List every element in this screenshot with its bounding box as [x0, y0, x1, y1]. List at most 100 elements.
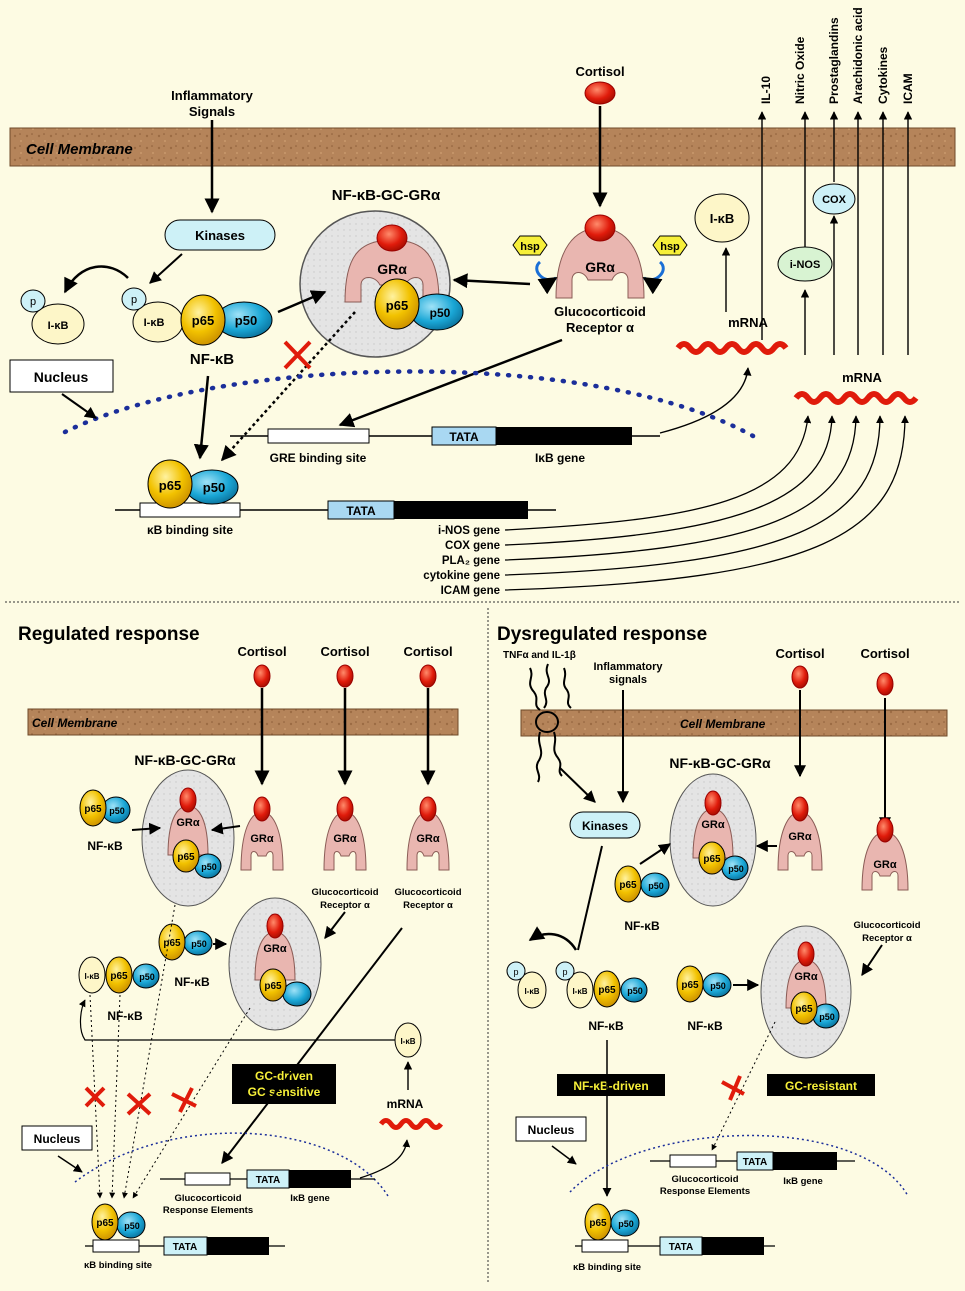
nfkb-driven-text: NF-κB-driven	[573, 1079, 648, 1093]
svg-text:TATA: TATA	[256, 1175, 280, 1186]
dys-gre-2: Response Elements	[660, 1186, 750, 1197]
product-no: Nitric Oxide	[793, 36, 807, 104]
svg-text:GRα: GRα	[176, 817, 200, 829]
svg-text:p50: p50	[819, 1012, 835, 1022]
gc-resistant-text: GC-resistant	[785, 1079, 857, 1093]
svg-text:TATA: TATA	[173, 1242, 197, 1253]
dys-membrane	[520, 709, 948, 737]
product-labels: IL-10 Nitric Oxide Prostaglandins Arachi…	[759, 7, 915, 104]
product-pg: Prostaglandins	[827, 17, 841, 104]
dys-nfkb-1: NF-κB	[624, 919, 660, 933]
inos-label: i-NOS	[790, 259, 821, 271]
reg-gr-1: NF-κB-GC-GRα GRα	[240, 796, 284, 871]
svg-text:TATA: TATA	[669, 1242, 693, 1253]
dys-receptor-1: Glucocorticoid	[853, 920, 920, 931]
reg-mrna-label: mRNA	[387, 1097, 424, 1111]
dys-cortisol-1: Cortisol	[775, 646, 824, 661]
svg-text:p65: p65	[619, 880, 637, 891]
svg-text:p50: p50	[109, 806, 125, 816]
reg-nfkb-1: NF-κB	[87, 839, 123, 853]
cell-membrane	[9, 127, 956, 167]
svg-text:p50: p50	[710, 981, 726, 991]
product-cyt: Cytokines	[876, 46, 890, 104]
hsp-right	[652, 235, 688, 256]
reg-nucleus: Nucleus	[34, 1132, 81, 1146]
nucleus-label: Nucleus	[34, 369, 89, 385]
cortisol-molecule	[584, 81, 616, 105]
gene-inos: i-NOS gene	[438, 525, 500, 537]
reg-gr-2: GRα	[323, 796, 367, 871]
p65-top	[180, 294, 226, 346]
ikb-free	[31, 303, 85, 345]
nfkb-label: NF-κB	[190, 351, 234, 368]
gene-icam: ICAM gene	[441, 585, 500, 597]
receptor-label-2: Receptor α	[566, 320, 634, 335]
cortisol-on-gr	[584, 214, 616, 242]
svg-text:p50: p50	[618, 1219, 634, 1229]
p50-top-label: p50	[235, 313, 257, 328]
product-icam: ICAM	[901, 73, 915, 104]
inos-node	[777, 246, 833, 282]
dys-nfkb-2: NF-κB	[687, 1019, 723, 1033]
reg-block-x	[84, 1086, 197, 1116]
reg-kb-site: κB binding site	[84, 1260, 152, 1271]
svg-text:I-κB: I-κB	[84, 972, 99, 981]
p65-in-complex-label: p65	[386, 298, 408, 313]
ikb-bound-label: I-κB	[144, 317, 165, 329]
dys-cytokines: TNFα and IL-1β	[503, 650, 576, 661]
mrna-label-1: mRNA	[728, 315, 768, 330]
svg-text:GRα: GRα	[333, 833, 357, 845]
dys-membrane-label: Cell Membrane	[680, 717, 766, 731]
nfkb-driven-badge	[557, 1074, 665, 1096]
svg-text:p50: p50	[648, 881, 664, 891]
inflammatory-signals-label: Inflammatory	[171, 88, 253, 103]
p65-on-dna-label: p65	[159, 478, 181, 493]
p-phosphate-2	[121, 287, 147, 311]
reg-gre-2: Response Elements	[163, 1205, 253, 1216]
svg-text:p50: p50	[124, 1221, 140, 1231]
dys-nfkb-3: NF-κB	[588, 1019, 624, 1033]
kb-site	[139, 502, 241, 518]
kinases-label: Kinases	[195, 228, 245, 243]
reg-cortisol-3: Cortisol	[403, 644, 452, 659]
reg-ikb-gene: IκB gene	[290, 1193, 330, 1204]
p-phosphate-1	[20, 289, 46, 313]
reg-cortisol-1: Cortisol	[237, 644, 286, 659]
nucleus-envelope	[62, 369, 763, 443]
mrna-genes	[793, 391, 919, 405]
p65-top-label: p65	[192, 313, 214, 328]
tata-label-2: TATA	[346, 504, 376, 518]
svg-text:p: p	[513, 967, 518, 977]
svg-text:p65: p65	[264, 981, 282, 992]
cortisol-bound	[376, 224, 408, 252]
dys-ikb-gene: IκB gene	[783, 1176, 823, 1187]
nucleus-box	[9, 359, 114, 393]
svg-text:p65: p65	[598, 985, 616, 996]
reg-receptor-3a: Glucocorticoid	[394, 887, 461, 898]
svg-text:p65: p65	[589, 1218, 607, 1229]
svg-text:I-κB: I-κB	[572, 987, 587, 996]
dys-block-x	[721, 1075, 745, 1101]
cox-label: COX	[822, 194, 847, 206]
svg-text:GRα: GRα	[794, 971, 818, 983]
svg-text:GRα: GRα	[873, 859, 897, 871]
svg-text:p65: p65	[177, 852, 195, 863]
inflammatory-signals-label-2: Signals	[189, 104, 235, 119]
cortisol-label: Cortisol	[575, 64, 624, 79]
svg-text:p65: p65	[795, 1004, 813, 1015]
ikb-product-label: I-κB	[710, 211, 735, 226]
p-label-1: p	[30, 296, 36, 308]
gr-label: GRα	[377, 261, 407, 277]
p65-on-dna	[147, 459, 193, 509]
p65-in-complex	[374, 278, 420, 330]
svg-text:TATA: TATA	[743, 1157, 767, 1168]
svg-text:GRα: GRα	[263, 943, 287, 955]
gene-body-2	[394, 501, 528, 519]
svg-text:p65: p65	[163, 938, 181, 949]
gc-driven-badge	[232, 1064, 336, 1104]
reg-mrna	[378, 1118, 444, 1130]
svg-text:p50: p50	[627, 986, 643, 996]
dys-gre-1: Glucocorticoid	[671, 1174, 738, 1185]
svg-text:p65: p65	[681, 980, 699, 991]
mrna-ikb	[675, 341, 789, 355]
